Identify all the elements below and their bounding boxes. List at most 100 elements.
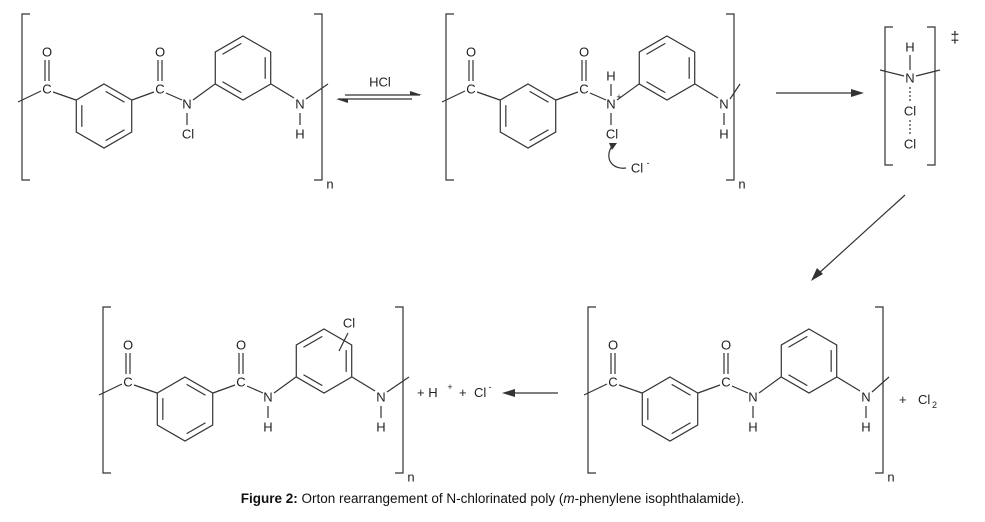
nitrogen-label: N <box>905 71 914 86</box>
benzene-ring <box>156 376 214 442</box>
benzene-ring <box>499 83 557 149</box>
oxygen-label: O <box>123 338 133 353</box>
curved-arrow-head <box>609 143 617 150</box>
bond <box>212 384 236 394</box>
chain-bond <box>305 83 329 100</box>
chain-bond <box>98 383 123 396</box>
bond <box>246 385 264 394</box>
carbon-label: C <box>42 82 51 97</box>
bond <box>731 385 749 394</box>
chlorine-label: Cl <box>904 137 916 152</box>
carbon-label: C <box>579 82 588 97</box>
reagent-label: HCl <box>369 75 391 90</box>
chain-bond <box>17 90 42 103</box>
arrow-line <box>817 194 906 275</box>
chlorine-molecule: Cl <box>918 392 930 407</box>
chain-bond <box>871 376 890 393</box>
benzene-ring <box>214 35 272 101</box>
chain-bond <box>583 383 608 396</box>
chain-bond <box>879 69 905 77</box>
hydrogen-label: H <box>263 420 272 435</box>
carbon-label: C <box>608 375 617 390</box>
bond <box>270 83 295 99</box>
repeat-n-label: n <box>887 470 894 485</box>
right-bracket <box>314 13 323 181</box>
benzene-ring <box>295 328 353 394</box>
positive-charge: + <box>447 382 452 392</box>
bond <box>616 83 640 101</box>
negative-charge: - <box>647 158 650 168</box>
bond <box>618 384 643 394</box>
left-bracket <box>445 13 454 181</box>
bond <box>555 91 579 101</box>
repeat-n-label: n <box>738 177 745 192</box>
arrow-head <box>336 99 348 103</box>
substituent-bond <box>338 332 349 352</box>
nitrogen-label: N <box>719 97 728 112</box>
hydrogen-label: H <box>905 40 914 55</box>
double-bond-inner <box>788 374 808 387</box>
oxygen-label: O <box>608 338 618 353</box>
negative-charge: - <box>489 382 492 392</box>
double-bond-inner <box>529 90 549 103</box>
caption-label: Figure 2: <box>240 491 298 506</box>
oxygen-label: O <box>466 45 476 60</box>
double-bond-inner <box>303 335 323 348</box>
repeat-n-label: n <box>326 177 333 192</box>
caption-italic: m <box>563 491 575 506</box>
carbon-label: C <box>721 375 730 390</box>
arrow-head <box>811 268 823 281</box>
nitrogen-label: N <box>606 97 615 112</box>
benzene-ring <box>638 35 696 101</box>
right-bracket <box>927 26 936 166</box>
bond <box>589 92 607 101</box>
subscript-2: 2 <box>932 400 937 410</box>
bond <box>758 376 782 394</box>
curved-arrow <box>608 145 627 169</box>
chlorine-label: Cl <box>904 104 916 119</box>
right-bracket <box>726 13 735 181</box>
chain-bond <box>915 69 941 77</box>
double-bond-inner <box>303 374 323 387</box>
hydrogen-label: H <box>861 420 870 435</box>
oxygen-label: O <box>236 338 246 353</box>
right-bracket <box>875 306 884 474</box>
hydrogen-label: H <box>748 420 757 435</box>
oxygen-label: O <box>42 45 52 60</box>
chlorine-label: Cl <box>182 127 194 142</box>
carbon-label: C <box>155 82 164 97</box>
hydrogen-label: H <box>606 69 615 84</box>
chlorine-label: Cl <box>606 127 618 142</box>
double-bond-inner <box>646 81 666 94</box>
reaction-arrow <box>811 194 906 281</box>
bond <box>836 376 861 392</box>
caption-text: Orton rearrangement of N-chlorinated pol… <box>297 491 564 506</box>
nitrogen-label: N <box>182 97 191 112</box>
reaction-arrow <box>776 89 864 97</box>
double-bond-inner <box>186 422 206 435</box>
repeat-n-label: n <box>407 470 414 485</box>
left-bracket <box>884 26 893 166</box>
bond <box>131 91 155 101</box>
carbon-label: C <box>466 82 475 97</box>
bond <box>192 83 216 101</box>
double-bond-inner <box>671 383 691 396</box>
nitrogen-label: N <box>263 390 272 405</box>
nitrogen-label: N <box>861 390 870 405</box>
double-bond-inner <box>222 42 242 55</box>
double-bond-inner <box>222 81 242 94</box>
hydrogen-label: H <box>295 127 304 142</box>
bond <box>351 376 376 392</box>
arrow-head <box>502 389 515 397</box>
bond <box>476 91 501 101</box>
benzene-ring <box>641 376 699 442</box>
oxygen-label: O <box>579 45 589 60</box>
hydrogen-label: H <box>376 420 385 435</box>
bond <box>52 91 77 101</box>
